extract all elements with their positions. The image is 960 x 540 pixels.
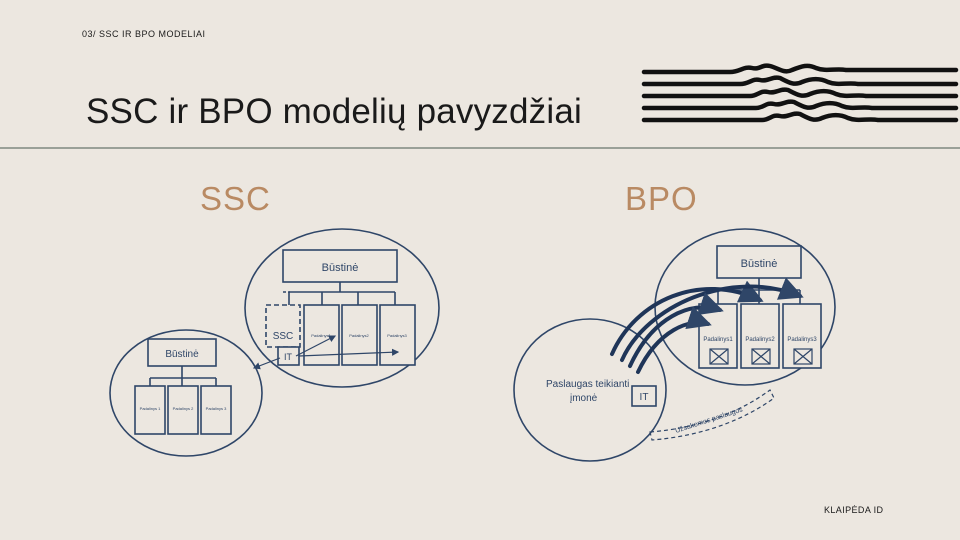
outsourced-band (650, 390, 774, 440)
ssc-upper-unit-label: Padalinys3 (387, 333, 407, 338)
ssc-upper-unit-label: Padalinys2 (349, 333, 369, 338)
bpo-it-label: IT (640, 392, 649, 403)
ssc-lower-unit-label: Padalinys 3 (206, 406, 227, 411)
bpo-unit-label: Padalinys3 (787, 337, 817, 343)
ssc-lower-unit-label: Padalinys 1 (140, 406, 161, 411)
bpo-unit-label: Padalinys1 (703, 337, 733, 343)
ssc-upper-unit-label: Padalinys1 (311, 333, 331, 338)
ssc-diagram (110, 229, 439, 456)
bpo-diagram (514, 229, 835, 461)
bpo-unit-3 (783, 304, 821, 368)
bpo-hq-label: Būstinė (741, 258, 778, 270)
footer-brand: KLAIPĖDA ID (824, 505, 883, 515)
ssc-box-label: SSC (273, 331, 294, 342)
ssc-lower-unit-label: Padalinys 2 (173, 406, 194, 411)
ssc-it-label: IT (284, 352, 293, 362)
bpo-unit-label: Padalinys2 (745, 337, 775, 343)
ssc-upper-hq-label: Būstinė (322, 262, 359, 274)
bpo-unit-1 (699, 304, 737, 368)
bpo-unit-2 (741, 304, 779, 368)
ssc-lower-hq-label: Būstinė (165, 349, 199, 360)
